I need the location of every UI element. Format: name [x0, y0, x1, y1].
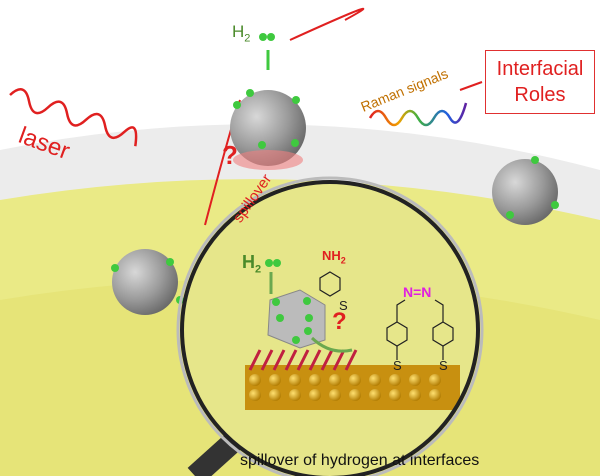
interfacial-text: Interfacial: [496, 58, 584, 80]
question-mark: ?: [222, 140, 238, 170]
h2-text: H: [232, 22, 245, 41]
molecules: [319, 271, 454, 360]
nh2-label: NH2: [322, 248, 346, 266]
magnifier-lens: [180, 180, 480, 476]
nh2-subscript: 2: [340, 255, 346, 266]
spillover-arrow: [289, 7, 365, 41]
inset-question-mark: ?: [332, 308, 347, 335]
h2-inset-label: H2: [242, 252, 261, 276]
gold-substrate: [245, 365, 460, 410]
oxide-layer: [248, 349, 358, 371]
arrow-to-box: [459, 81, 483, 91]
roles-text: Roles: [514, 84, 566, 106]
raman-wave: [368, 102, 468, 127]
magnifier-handle: [187, 431, 243, 476]
caption: spillover of hydrogen at interfaces: [240, 452, 480, 469]
nanoparticle: [492, 159, 558, 225]
sulfur-label: S: [339, 298, 348, 313]
azo-label: N=N: [403, 284, 432, 300]
h2-subscript: 2: [244, 32, 251, 45]
nanoparticle: [230, 90, 306, 166]
h2-inset-subscript: 2: [255, 263, 262, 276]
laser-wave: [9, 88, 138, 147]
nh2-text: NH: [322, 248, 341, 263]
h2-label: H2: [232, 22, 250, 44]
sulfur-label: S: [439, 358, 448, 373]
nanoparticle: [112, 249, 178, 315]
hydrogen-atoms: [111, 33, 559, 304]
sulfur-label: S: [393, 358, 402, 373]
interfacial-roles-box: Interfacial Roles: [485, 50, 595, 114]
h2-inset-text: H: [242, 252, 255, 272]
